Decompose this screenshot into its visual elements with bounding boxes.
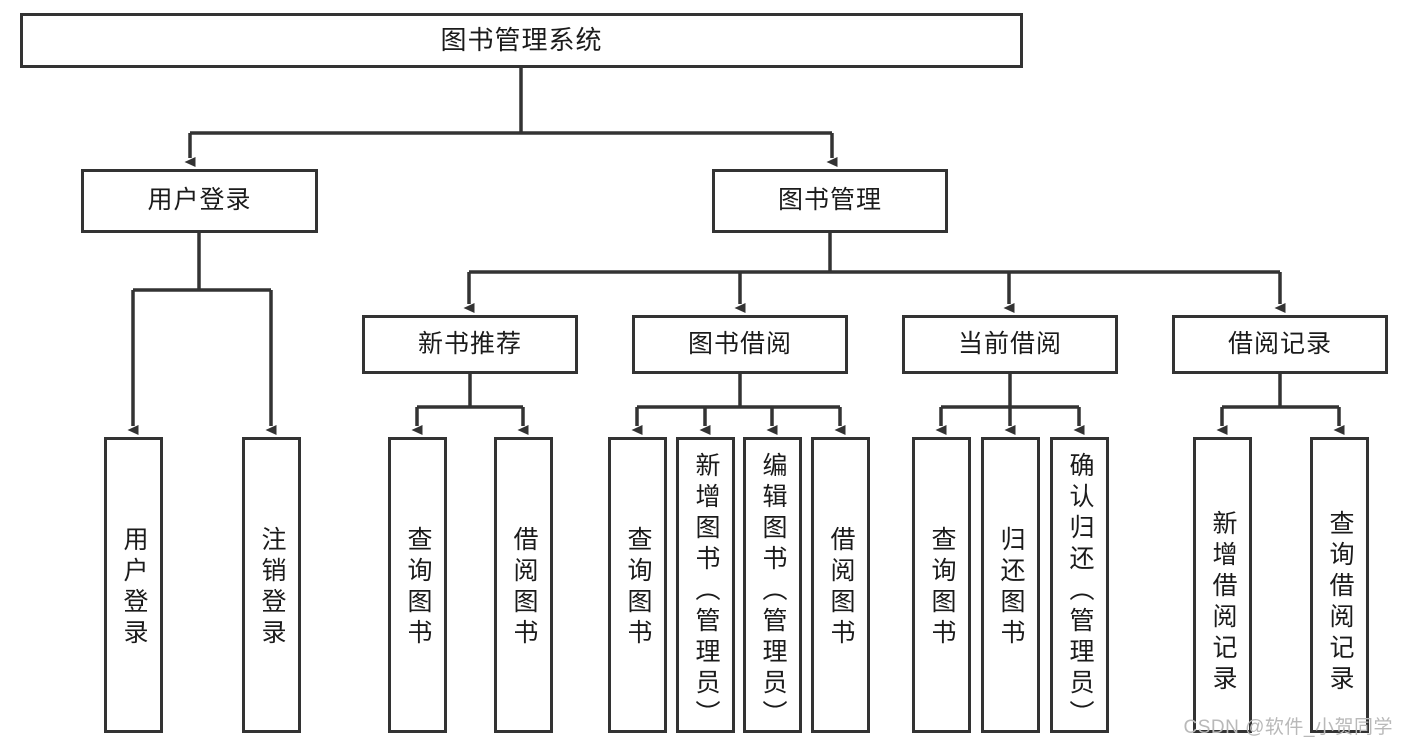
watermark-text: CSDN @软件_小贺同学 (1183, 717, 1393, 738)
node-leaf-confirm-return-admin[interactable]: 确认归还（管理员） (1050, 437, 1109, 733)
node-label: 查询图书 (624, 526, 652, 650)
node-label: 用户登录 (120, 526, 148, 650)
node-leaf-return-book[interactable]: 归还图书 (981, 437, 1040, 733)
node-label: 新增图书（管理员） (692, 452, 720, 731)
node-label: 确认归还（管理员） (1066, 452, 1094, 731)
node-leaf-query-book-current[interactable]: 查询图书 (912, 437, 971, 733)
node-borrowing-record[interactable]: 借阅记录 (1172, 315, 1388, 374)
node-label: 查询图书 (928, 526, 956, 650)
node-label: 借阅图书 (827, 526, 855, 650)
node-label: 注销登录 (258, 526, 286, 650)
node-user-login[interactable]: 用户登录 (81, 169, 318, 233)
node-label: 图书借阅 (687, 329, 792, 358)
node-leaf-add-borrow-record[interactable]: 新增借阅记录 (1193, 437, 1252, 733)
node-label: 查询借阅记录 (1326, 510, 1354, 696)
node-label: 查询图书 (404, 526, 432, 650)
node-label: 归还图书 (997, 526, 1025, 650)
node-label: 用户登录 (147, 186, 252, 215)
node-leaf-query-book-recommendation[interactable]: 查询图书 (388, 437, 447, 733)
node-label: 新增借阅记录 (1209, 510, 1237, 696)
node-label: 图书管理系统 (440, 25, 603, 56)
node-label: 新书推荐 (417, 329, 522, 358)
node-leaf-user-login[interactable]: 用户登录 (104, 437, 163, 733)
node-label: 借阅图书 (510, 526, 538, 650)
node-leaf-query-book-borrowing[interactable]: 查询图书 (608, 437, 667, 733)
node-leaf-add-book-admin[interactable]: 新增图书（管理员） (676, 437, 735, 733)
node-label: 编辑图书（管理员） (759, 452, 787, 731)
node-label: 当前借阅 (957, 329, 1062, 358)
node-leaf-borrow-book[interactable]: 借阅图书 (811, 437, 870, 733)
node-book-management[interactable]: 图书管理 (712, 169, 948, 233)
node-new-book-recommendation[interactable]: 新书推荐 (362, 315, 578, 374)
node-label: 图书管理 (777, 186, 882, 215)
node-leaf-logout[interactable]: 注销登录 (242, 437, 301, 733)
node-leaf-edit-book-admin[interactable]: 编辑图书（管理员） (743, 437, 802, 733)
node-current-borrowing[interactable]: 当前借阅 (902, 315, 1118, 374)
node-leaf-query-borrow-record[interactable]: 查询借阅记录 (1310, 437, 1369, 733)
node-label: 借阅记录 (1227, 329, 1332, 358)
node-book-borrowing[interactable]: 图书借阅 (632, 315, 848, 374)
node-leaf-borrow-book-recommendation[interactable]: 借阅图书 (494, 437, 553, 733)
node-root-book-management-system[interactable]: 图书管理系统 (20, 13, 1023, 68)
